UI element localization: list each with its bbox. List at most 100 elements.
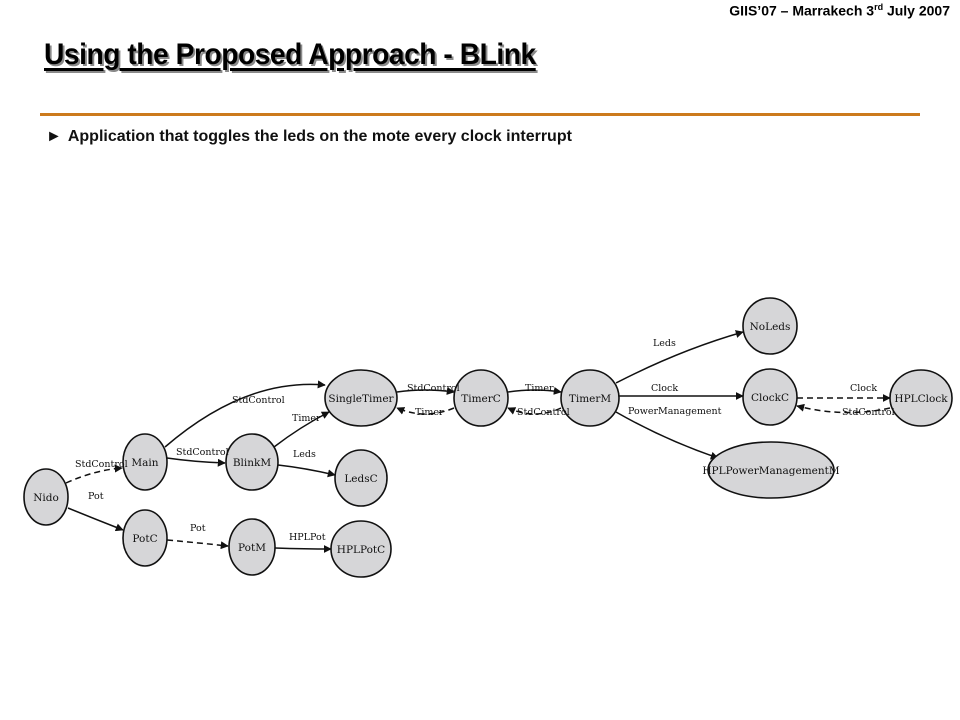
node-label-timerc: TimerC [461, 393, 501, 405]
edge-label-2: StdControl [232, 395, 285, 406]
node-label-hplclock: HPLClock [894, 393, 948, 405]
slide-title: Using the Proposed Approach - BLink [44, 38, 536, 71]
node-shape-singletimer [324, 369, 398, 427]
node-timerm: TimerM [560, 369, 620, 427]
edge-label-3: StdControl [176, 447, 229, 458]
node-hplpotc: HPLPotC [330, 520, 392, 578]
node-shape-timerm [560, 369, 620, 427]
conference-superscript: rd [874, 2, 884, 12]
node-potc: PotC [122, 509, 168, 567]
edge-label-4: Timer [292, 413, 321, 424]
node-label-noleds: NoLeds [750, 321, 791, 333]
edge-arrow-5 [277, 464, 336, 478]
edge-label-11: StdControl [517, 407, 570, 418]
node-label-potc: PotC [132, 533, 157, 545]
conference-date: July 2007 [883, 2, 950, 19]
node-shape-hplpotc [330, 520, 392, 578]
edge-hplpot-7 [274, 544, 332, 553]
edge-label-1: Pot [88, 491, 104, 502]
conference-text: GIIS’07 – Marrakech 3 [729, 2, 875, 19]
edge-label-13: Clock [651, 383, 678, 394]
edge-arrow-6 [166, 539, 229, 550]
edge-leds-5 [277, 464, 336, 478]
node-shape-blinkm [225, 433, 279, 491]
edge-arrow-10 [507, 386, 562, 395]
node-hplclock: HPLClock [889, 369, 953, 427]
edge-stdcontrol-16 [796, 403, 891, 414]
edge-timer-10 [507, 386, 562, 395]
edge-arrow-4 [273, 411, 330, 448]
node-label-clockc: ClockC [751, 392, 789, 404]
edges-layer [65, 330, 891, 553]
node-label-potm: PotM [238, 542, 266, 554]
node-singletimer: SingleTimer [324, 369, 398, 427]
edge-label-5: Leds [293, 449, 316, 460]
edge-leds-12 [615, 330, 744, 384]
node-label-singletimer: SingleTimer [328, 393, 394, 405]
edge-label-15: Clock [850, 383, 877, 394]
node-label-timerm: TimerM [569, 393, 612, 405]
edge-arrow-7 [274, 544, 332, 553]
node-noleds: NoLeds [742, 297, 798, 355]
node-shape-hplclock [889, 369, 953, 427]
edge-pot-6 [166, 539, 229, 550]
node-shape-nido [23, 468, 69, 526]
edge-arrow-12 [615, 330, 744, 384]
edge-labels-layer: StdControlPotStdControlStdControlTimerLe… [75, 338, 895, 543]
edge-label-16: StdControl [842, 407, 895, 418]
node-shape-ledsc [334, 449, 388, 507]
node-nido: Nido [23, 468, 69, 526]
edge-stdcontrol-3 [166, 457, 226, 467]
edge-stdcontrol-8 [396, 387, 455, 395]
edge-label-12: Leds [653, 338, 676, 349]
node-ledsc: LedsC [334, 449, 388, 507]
node-shape-main [122, 433, 168, 491]
bullet-text: Application that toggles the leds on the… [67, 128, 572, 145]
edge-label-8: StdControl [407, 383, 460, 394]
bullet-point: ► Application that toggles the leds on th… [46, 128, 572, 146]
node-shape-noleds [742, 297, 798, 355]
node-label-nido: Nido [33, 492, 59, 504]
node-shape-potm [228, 518, 276, 576]
edge-timer-4 [273, 411, 330, 448]
node-shape-clockc [742, 368, 798, 426]
node-label-hplpm: HPLPowerManagementM [702, 465, 839, 477]
edge-arrow-8 [396, 387, 455, 395]
node-label-ledsc: LedsC [344, 473, 377, 485]
conference-info: GIIS’07 – Marrakech 3rd July 2007 [729, 2, 950, 19]
bullet-marker-icon: ► [46, 128, 62, 145]
node-potm: PotM [228, 518, 276, 576]
edge-arrow-9 [396, 407, 455, 415]
edge-timer-9 [396, 407, 455, 415]
node-shape-hplpm [707, 441, 835, 499]
edge-arrow-14 [615, 411, 719, 460]
edge-arrow-16 [796, 403, 891, 414]
edge-label-14: PowerManagement [628, 406, 722, 417]
node-shape-potc [122, 509, 168, 567]
edge-stdcontrol-0 [65, 464, 123, 484]
edge-arrow-1 [67, 507, 124, 532]
edge-label-7: HPLPot [289, 532, 326, 543]
node-label-blinkm: BlinkM [233, 457, 272, 469]
edge-powermanagement-14 [615, 411, 719, 460]
edge-pot-1 [67, 507, 124, 532]
edge-stdcontrol-11 [507, 407, 562, 415]
edge-arrow-11 [507, 407, 562, 415]
edge-label-0: StdControl [75, 459, 128, 470]
title-divider [40, 113, 920, 116]
node-label-hplpotc: HPLPotC [337, 544, 385, 556]
edge-arrow-3 [166, 457, 226, 467]
node-timerc: TimerC [453, 369, 509, 427]
node-blinkm: BlinkM [225, 433, 279, 491]
edge-label-10: Timer [525, 383, 554, 394]
node-clockc: ClockC [742, 368, 798, 426]
edge-label-6: Pot [190, 523, 206, 534]
node-shape-timerc [453, 369, 509, 427]
node-label-main: Main [131, 457, 158, 469]
node-main: Main [122, 433, 168, 491]
node-hplpm: HPLPowerManagementM [702, 441, 840, 499]
edge-arrow-0 [65, 464, 123, 484]
edge-stdcontrol-2 [164, 380, 326, 448]
